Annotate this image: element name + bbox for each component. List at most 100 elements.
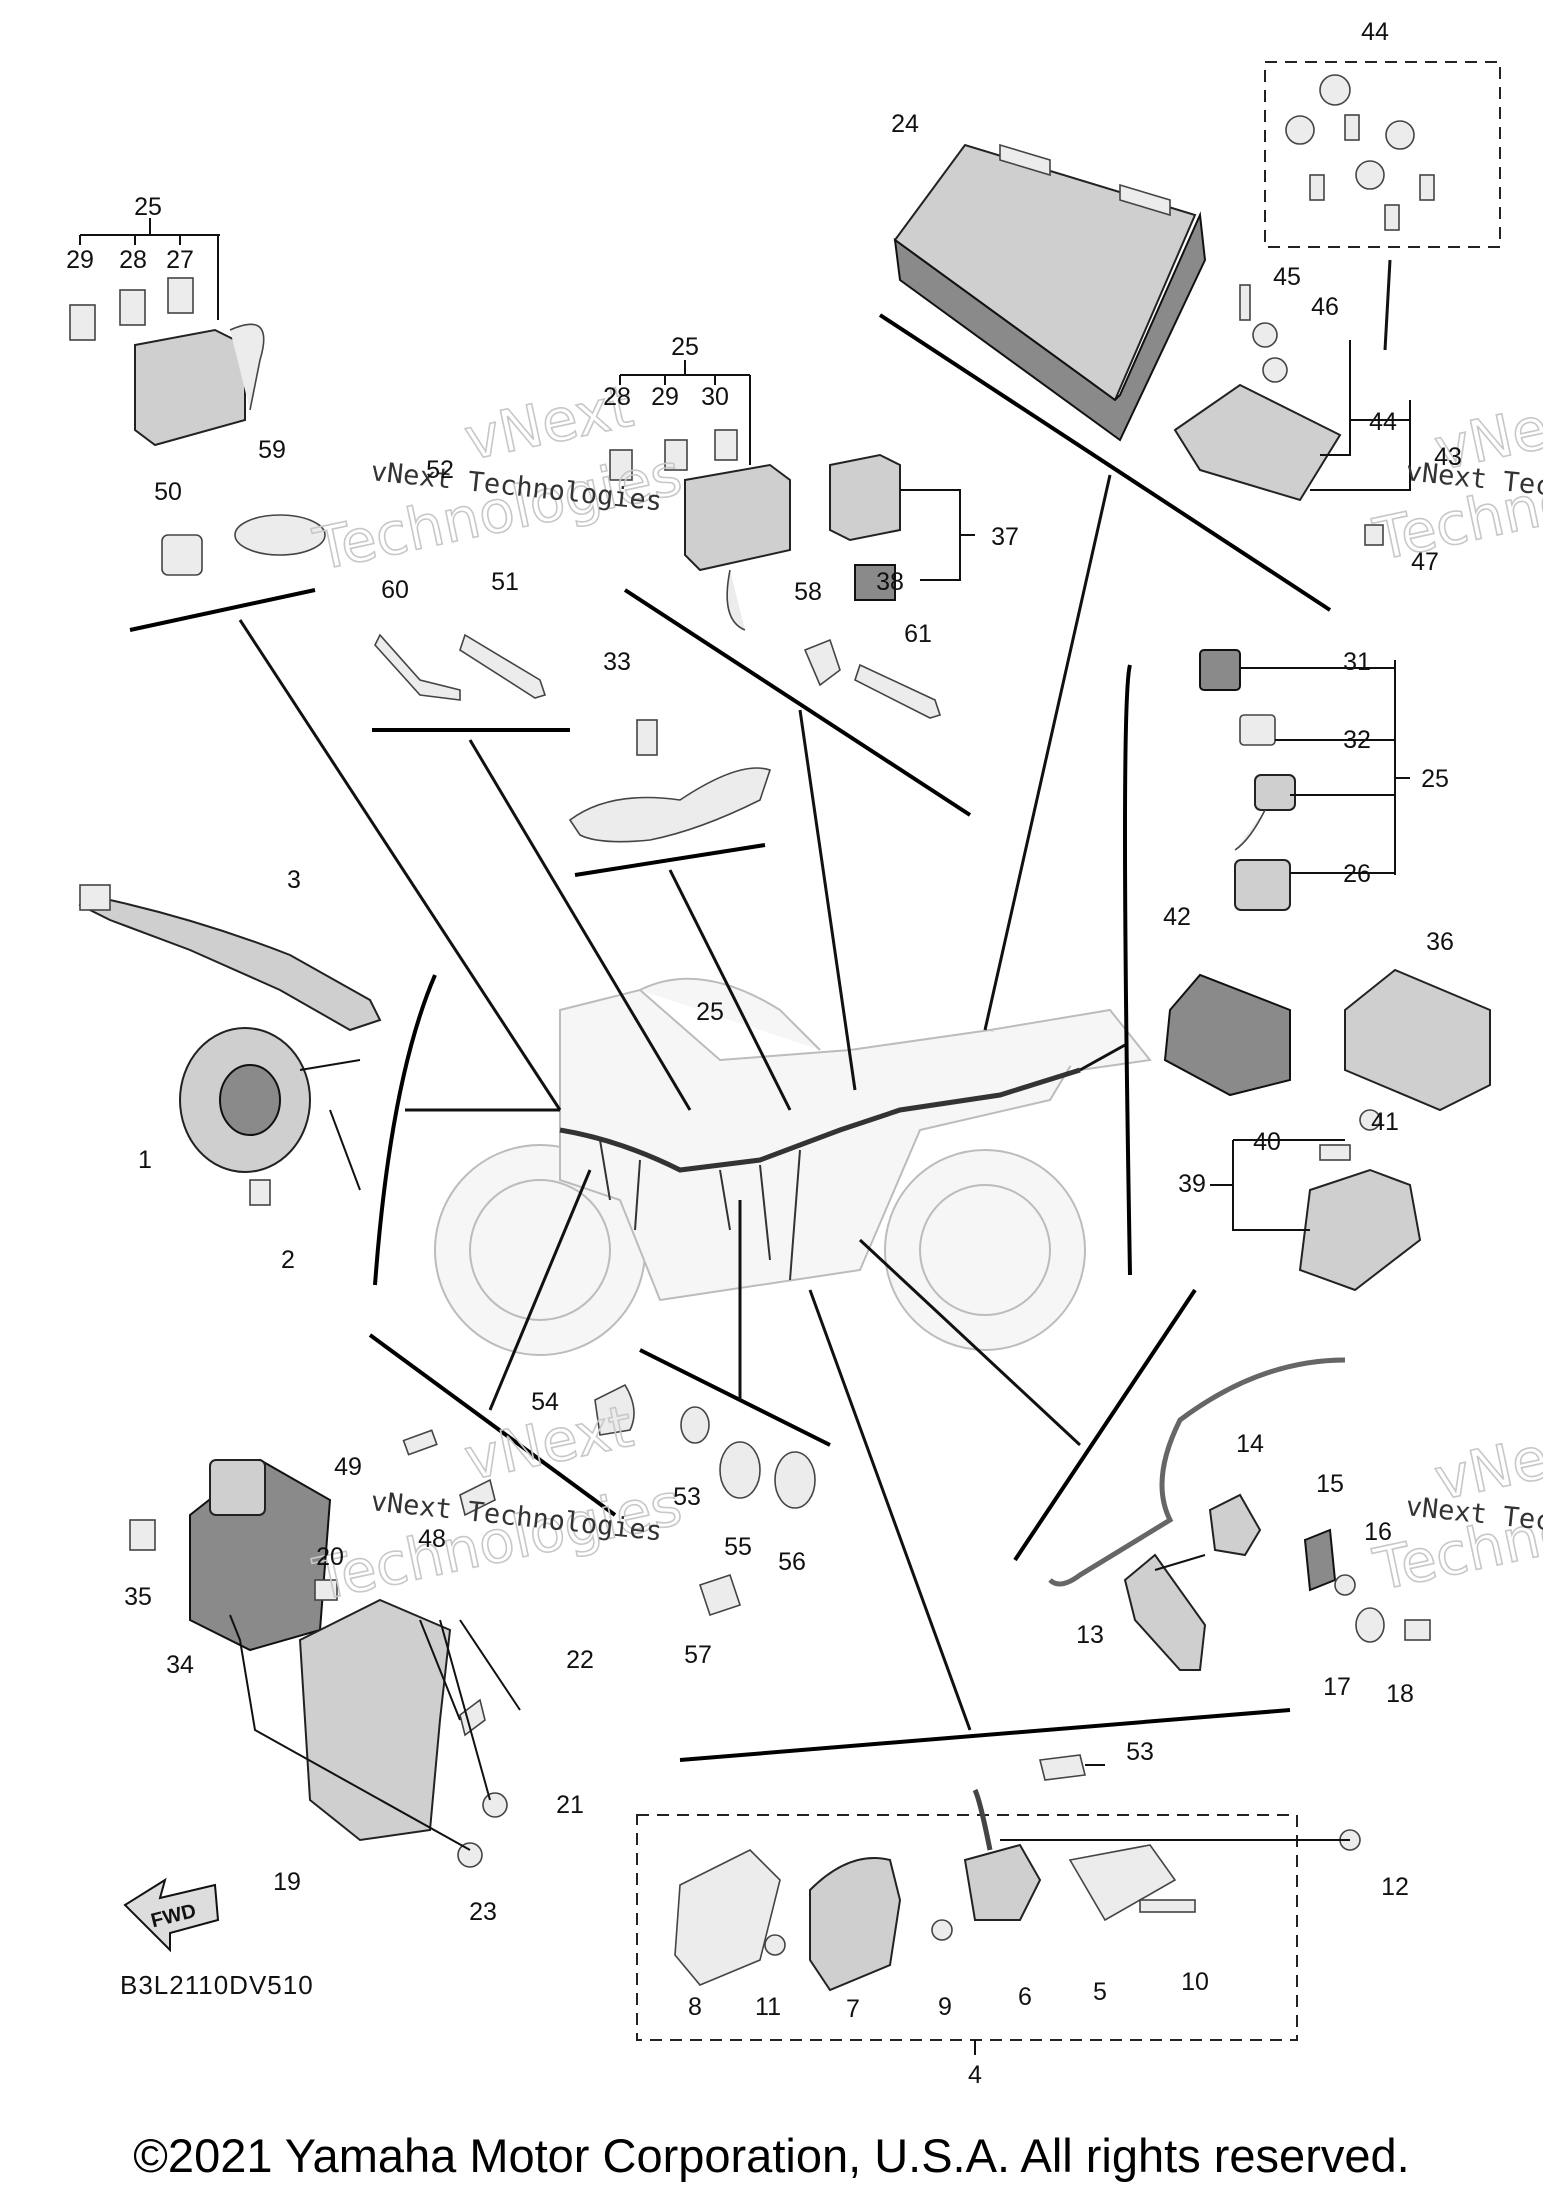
callout-8: 8	[688, 1993, 702, 2021]
part-39	[1210, 1109, 1422, 1292]
grommet-53	[680, 1406, 710, 1444]
callout-3: 3	[287, 866, 301, 894]
callout-17: 17	[1323, 1673, 1351, 1701]
callout-61: 61	[904, 620, 932, 648]
motorcycle-illustration	[434, 977, 1152, 1356]
cover-55	[719, 1441, 761, 1499]
callout-57: 57	[684, 1641, 712, 1669]
ecu-43	[1173, 284, 1411, 546]
clip-57	[698, 1573, 742, 1617]
callout-22: 22	[566, 1646, 594, 1674]
callout-25: 25	[696, 998, 724, 1026]
callout-10: 10	[1181, 1968, 1209, 1996]
callout-13: 13	[1076, 1621, 1104, 1649]
cable-tie-60	[374, 633, 461, 701]
callout-32: 32	[1343, 726, 1371, 754]
callout-19: 19	[273, 1868, 301, 1896]
relays-37-38	[829, 453, 975, 601]
bracket-19	[229, 1579, 521, 1868]
callout-51: 51	[491, 568, 519, 596]
callout-5: 5	[1093, 1978, 1107, 2006]
sensor-group	[1048, 1357, 1431, 1671]
callout-35: 35	[124, 1583, 152, 1611]
callout-48: 48	[418, 1525, 446, 1553]
leader-lines	[129, 259, 1392, 1762]
fuse-box-center	[609, 360, 791, 631]
callout-26: 26	[1343, 860, 1371, 888]
callout-37: 37	[991, 523, 1019, 551]
callout-29: 29	[651, 383, 679, 411]
connectors-right	[1199, 649, 1410, 911]
clip-48	[459, 1478, 496, 1517]
parts-set-4	[674, 1754, 1361, 2055]
callout-6: 6	[1018, 1983, 1032, 2011]
callout-2: 2	[281, 1246, 295, 1274]
callout-52: 52	[426, 456, 454, 484]
callout-28: 28	[119, 246, 147, 274]
callout-55: 55	[724, 1533, 752, 1561]
callout-56: 56	[778, 1548, 806, 1576]
callout-43: 43	[1434, 443, 1462, 471]
fuse-box-left	[69, 218, 265, 447]
callout-7: 7	[846, 1995, 860, 2023]
cable-tie-51	[459, 633, 547, 699]
callout-41: 41	[1371, 1108, 1399, 1136]
battery	[893, 143, 1207, 442]
callout-44: 44	[1369, 408, 1397, 436]
callout-4: 4	[968, 2061, 982, 2089]
band-parts	[161, 514, 326, 576]
ecu-34	[129, 1458, 332, 1652]
diagram-code: B3L2110DV510	[120, 1970, 314, 2000]
callout-labels: 25 29 28 27 50 59 52 60 51 33 25 28 29 3…	[66, 18, 1462, 2089]
callout-27: 27	[166, 246, 194, 274]
callout-33: 33	[603, 648, 631, 676]
callout-31: 31	[1343, 648, 1371, 676]
callout-46: 46	[1311, 293, 1339, 321]
part-36	[1344, 968, 1491, 1112]
callout-23: 23	[469, 1898, 497, 1926]
parts-set-4-box	[636, 1814, 1298, 2041]
watermarks: vNext Technologies vNext Technologies vN…	[307, 371, 1543, 1615]
wire-harness	[559, 1067, 1081, 1173]
callout-60: 60	[381, 576, 409, 604]
callout-1: 1	[138, 1146, 152, 1174]
callout-44: 44	[1361, 18, 1389, 46]
callout-59: 59	[258, 436, 286, 464]
callout-40: 40	[1253, 1128, 1281, 1156]
part-42	[1163, 973, 1291, 1097]
parts-set-44-box	[1264, 61, 1501, 248]
cover-56	[774, 1451, 816, 1509]
callout-25: 25	[671, 333, 699, 361]
fwd-arrow: FWD	[123, 1877, 220, 1953]
clip-49	[402, 1429, 438, 1456]
cable-tie-61	[854, 663, 942, 719]
callout-15: 15	[1316, 1470, 1344, 1498]
callout-39: 39	[1178, 1170, 1206, 1198]
callout-49: 49	[334, 1453, 362, 1481]
callout-28: 28	[603, 383, 631, 411]
callout-50: 50	[154, 478, 182, 506]
clip-58	[803, 638, 841, 687]
callout-9: 9	[938, 1993, 952, 2021]
callout-38: 38	[876, 568, 904, 596]
callout-42: 42	[1163, 903, 1191, 931]
horn-group	[78, 884, 382, 1206]
callout-25: 25	[1421, 765, 1449, 793]
callout-34: 34	[166, 1651, 194, 1679]
callout-45: 45	[1273, 263, 1301, 291]
callout-53: 53	[1126, 1738, 1154, 1766]
callout-54: 54	[531, 1388, 559, 1416]
clamp-54	[594, 1383, 635, 1436]
callout-47: 47	[1411, 548, 1439, 576]
parts-set-44	[1285, 74, 1435, 231]
callout-21: 21	[556, 1791, 584, 1819]
callout-20: 20	[316, 1543, 344, 1571]
callout-14: 14	[1236, 1430, 1264, 1458]
callout-11: 11	[755, 1993, 781, 2021]
callout-24: 24	[891, 110, 919, 138]
callout-29: 29	[66, 246, 94, 274]
bolt-33	[568, 719, 772, 843]
copyright-notice: ©2021 Yamaha Motor Corporation, U.S.A. A…	[133, 2129, 1410, 2182]
callout-53: 53	[673, 1483, 701, 1511]
